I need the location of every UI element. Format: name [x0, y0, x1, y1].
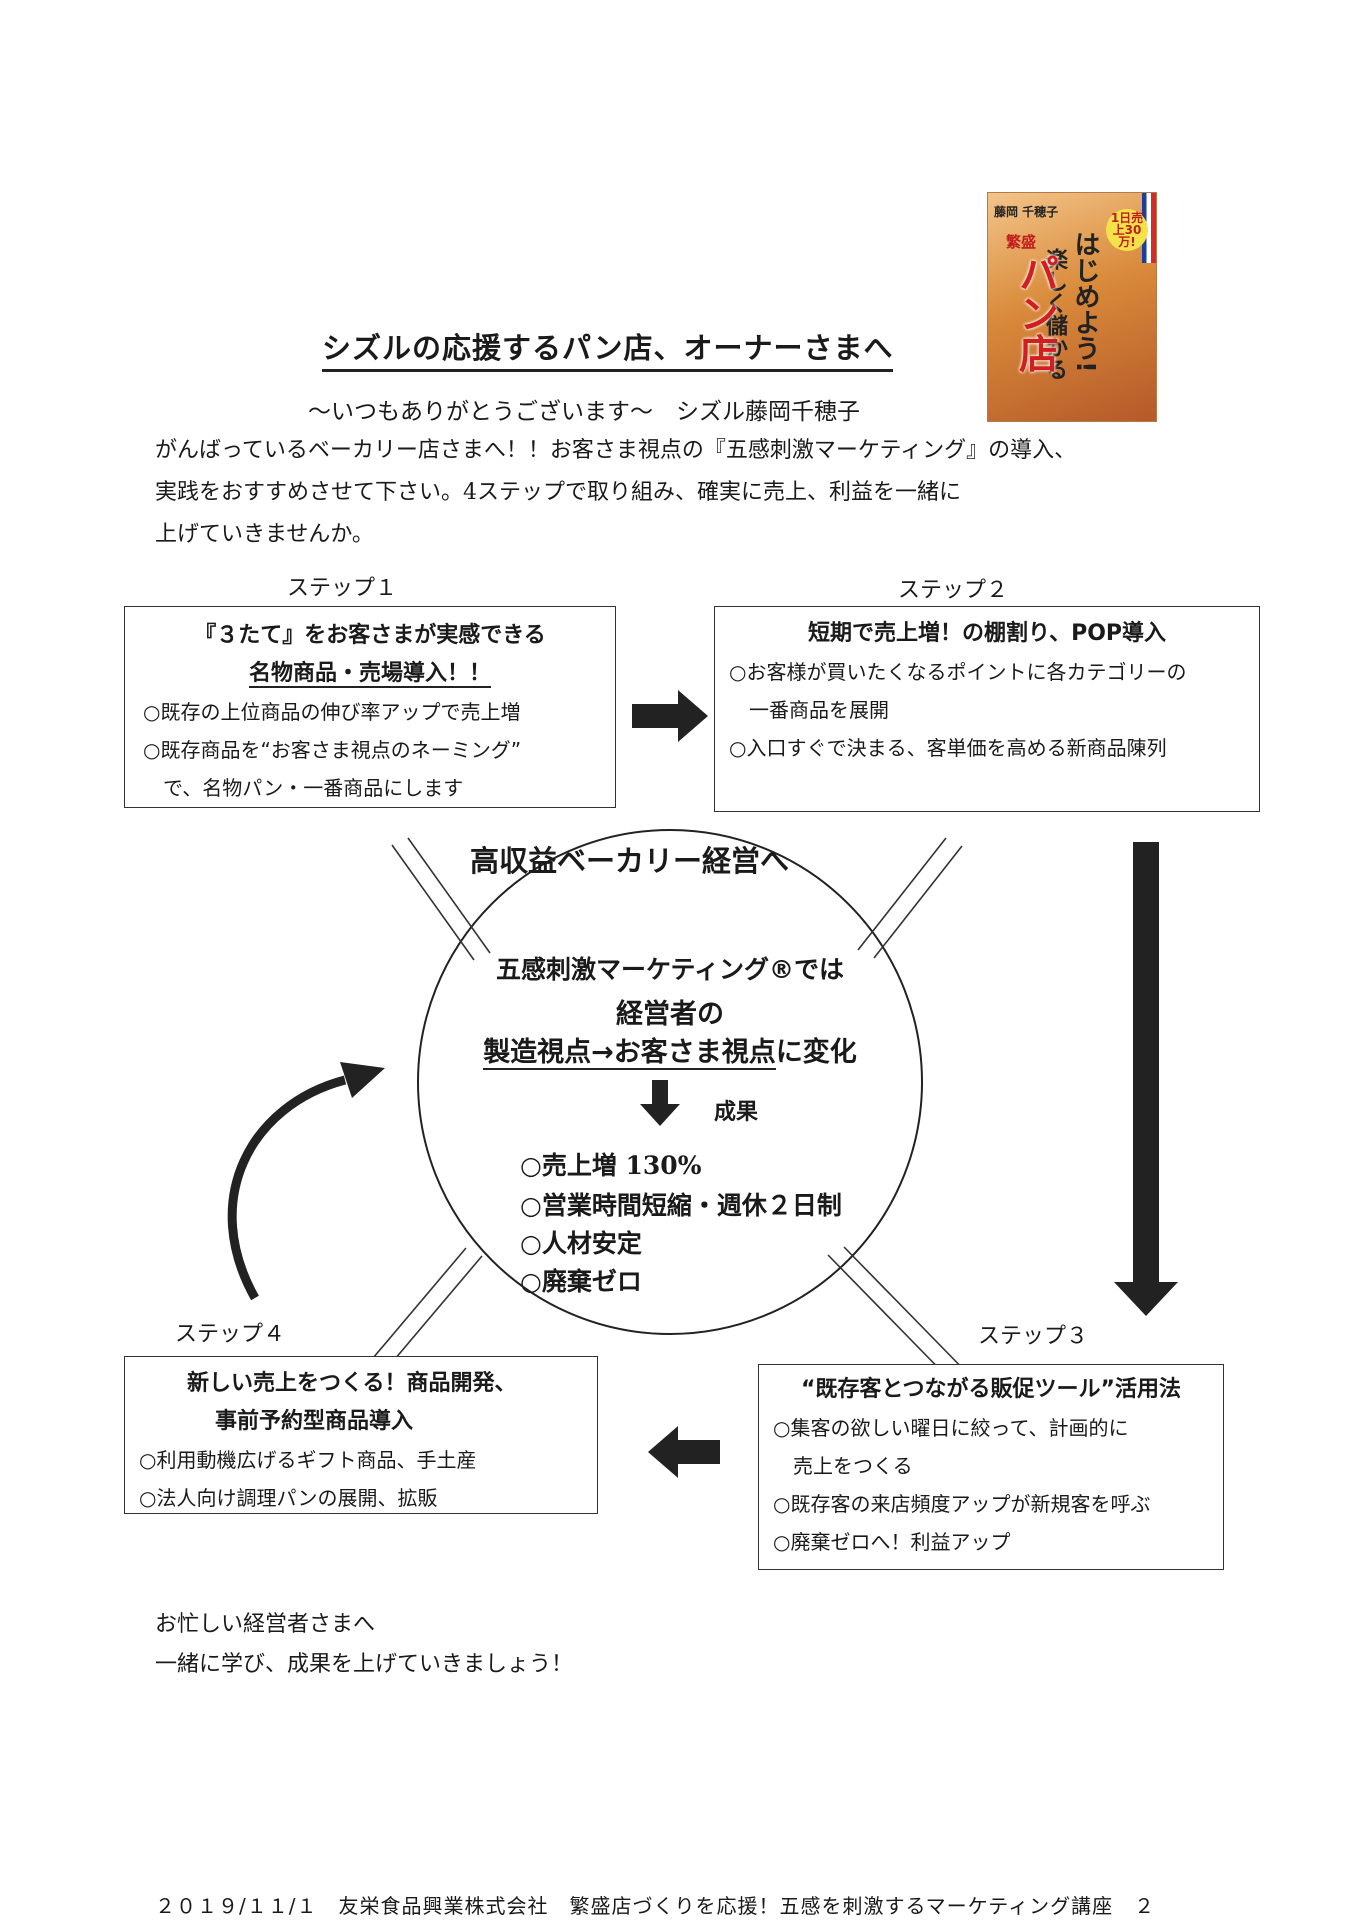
arrow-right-icon: [632, 690, 708, 742]
closing-line-2: 一緒に学び、成果を上げていきましょう！: [155, 1652, 574, 1677]
page-subtitle: ～いつもありがとうございます～ シズル藤岡千穂子: [308, 399, 860, 425]
curved-arrow-icon: [227, 1075, 347, 1301]
step2-label: ステップ２: [898, 578, 1009, 603]
result-item-2: ○営業時間短縮・週休２日制: [520, 1191, 842, 1220]
step2-item-2: 一番商品を展開: [729, 698, 889, 722]
step1-label: ステップ１: [287, 576, 398, 601]
step2-item-1: ○お客様が買いたくなるポイントに各カテゴリーの: [729, 660, 1187, 684]
center-line-1: 五感刺激マーケティング®では: [495, 955, 844, 984]
result-arrow-icon: [640, 1080, 680, 1126]
closing-line-1: お忙しい経営者さまへ: [155, 1612, 376, 1637]
step1-heading-2: 名物商品・売場導入！！: [248, 661, 491, 688]
result-item-4: ○廃棄ゼロ: [520, 1267, 642, 1296]
step3-item-4: ○廃棄ゼロへ！利益アップ: [773, 1530, 1011, 1554]
arrow-down-long-icon: [1114, 842, 1178, 1316]
step4-item-1: ○利用動機広げるギフト商品、手土産: [139, 1448, 477, 1472]
intro-line-1: がんばっているベーカリー店さまへ！！お客さま視点の『五感刺激マーケティング』の導…: [155, 438, 1077, 463]
step1-item-1: ○既存の上位商品の伸び率アップで売上増: [143, 700, 521, 724]
step3-heading: “既存客とつながる販促ツール”活用法: [800, 1377, 1182, 1402]
step3-item-2: 売上をつくる: [773, 1454, 913, 1478]
page-title: シズルの応援するパン店、オーナーさまへ: [322, 325, 894, 372]
step2-heading: 短期で売上増！の棚割り、POP導入: [807, 621, 1167, 646]
center-line-3: 製造視点→お客さま視点に変化: [430, 1030, 910, 1070]
center-circle: [417, 829, 923, 1335]
center-line-2: 経営者の: [616, 999, 724, 1030]
curved-arrowhead-icon: [340, 1062, 385, 1098]
center-line-3-tail: に変化: [775, 1037, 857, 1068]
step1-heading-1: 『３たて』をお客さまが実感できる: [194, 623, 546, 648]
arrow-left-icon: [648, 1426, 720, 1478]
step4-heading-1: 新しい売上をつくる！商品開発、: [187, 1371, 517, 1396]
book-badge: 1日売上30万!: [1106, 209, 1148, 251]
step4-item-2: ○法人向け調理パンの展開、拡販: [139, 1486, 438, 1510]
center-line-3-underlined: 製造視点→お客さま視点: [483, 1037, 776, 1070]
book-title-hanjo: 繁盛: [1006, 233, 1037, 251]
result-item-1: ○売上増 130%: [520, 1151, 702, 1180]
step2-item-3: ○入口すぐで決まる、客単価を高める新商品陳列: [729, 736, 1167, 760]
book-title-main: はじめよう!: [1070, 231, 1100, 373]
step4-heading-2: 事前予約型商品導入: [215, 1409, 414, 1434]
step1-item-2: ○既存商品を“お客さま視点のネーミング”: [143, 738, 522, 762]
book-cover-image: 藤岡 千穂子 1日売上30万! はじめよう! 楽しく儲かる パン店 繁盛: [987, 192, 1157, 422]
step1-box: 『３たて』をお客さまが実感できる 名物商品・売場導入！！ ○既存の上位商品の伸び…: [124, 606, 616, 808]
page-footer: ２０１９/１１/１ 友栄食品興業株式会社 繁盛店づくりを応援！五感を刺激するマー…: [155, 1894, 1156, 1918]
step3-item-1: ○集客の欲しい曜日に絞って、計画的に: [773, 1416, 1129, 1440]
center-title: 高収益ベーカリー経営へ: [470, 844, 790, 878]
book-author: 藤岡 千穂子: [994, 205, 1059, 219]
step1-item-3: で、名物パン・一番商品にします: [143, 776, 464, 800]
result-label: 成果: [714, 1100, 759, 1125]
intro-line-3: 上げていきませんか。: [155, 522, 374, 547]
step3-item-3: ○既存客の来店頻度アップが新規客を呼ぶ: [773, 1492, 1151, 1516]
book-title-big: パン店: [1012, 253, 1058, 373]
book-title-sub: 楽しく儲かる: [1042, 248, 1067, 380]
step4-box: 新しい売上をつくる！商品開発、 事前予約型商品導入 ○利用動機広げるギフト商品、…: [124, 1356, 598, 1514]
step4-label: ステップ４: [175, 1322, 286, 1347]
intro-line-2: 実践をおすすめさせて下さい。4ステップで取り組み、確実に売上、利益を一緒に: [155, 480, 961, 505]
flag-decoration: [1142, 193, 1156, 263]
step2-box: 短期で売上増！の棚割り、POP導入 ○お客様が買いたくなるポイントに各カテゴリー…: [714, 606, 1260, 812]
result-item-3: ○人材安定: [520, 1229, 642, 1258]
step3-box: “既存客とつながる販促ツール”活用法 ○集客の欲しい曜日に絞って、計画的に 売上…: [758, 1364, 1224, 1570]
step3-label: ステップ３: [978, 1324, 1089, 1349]
